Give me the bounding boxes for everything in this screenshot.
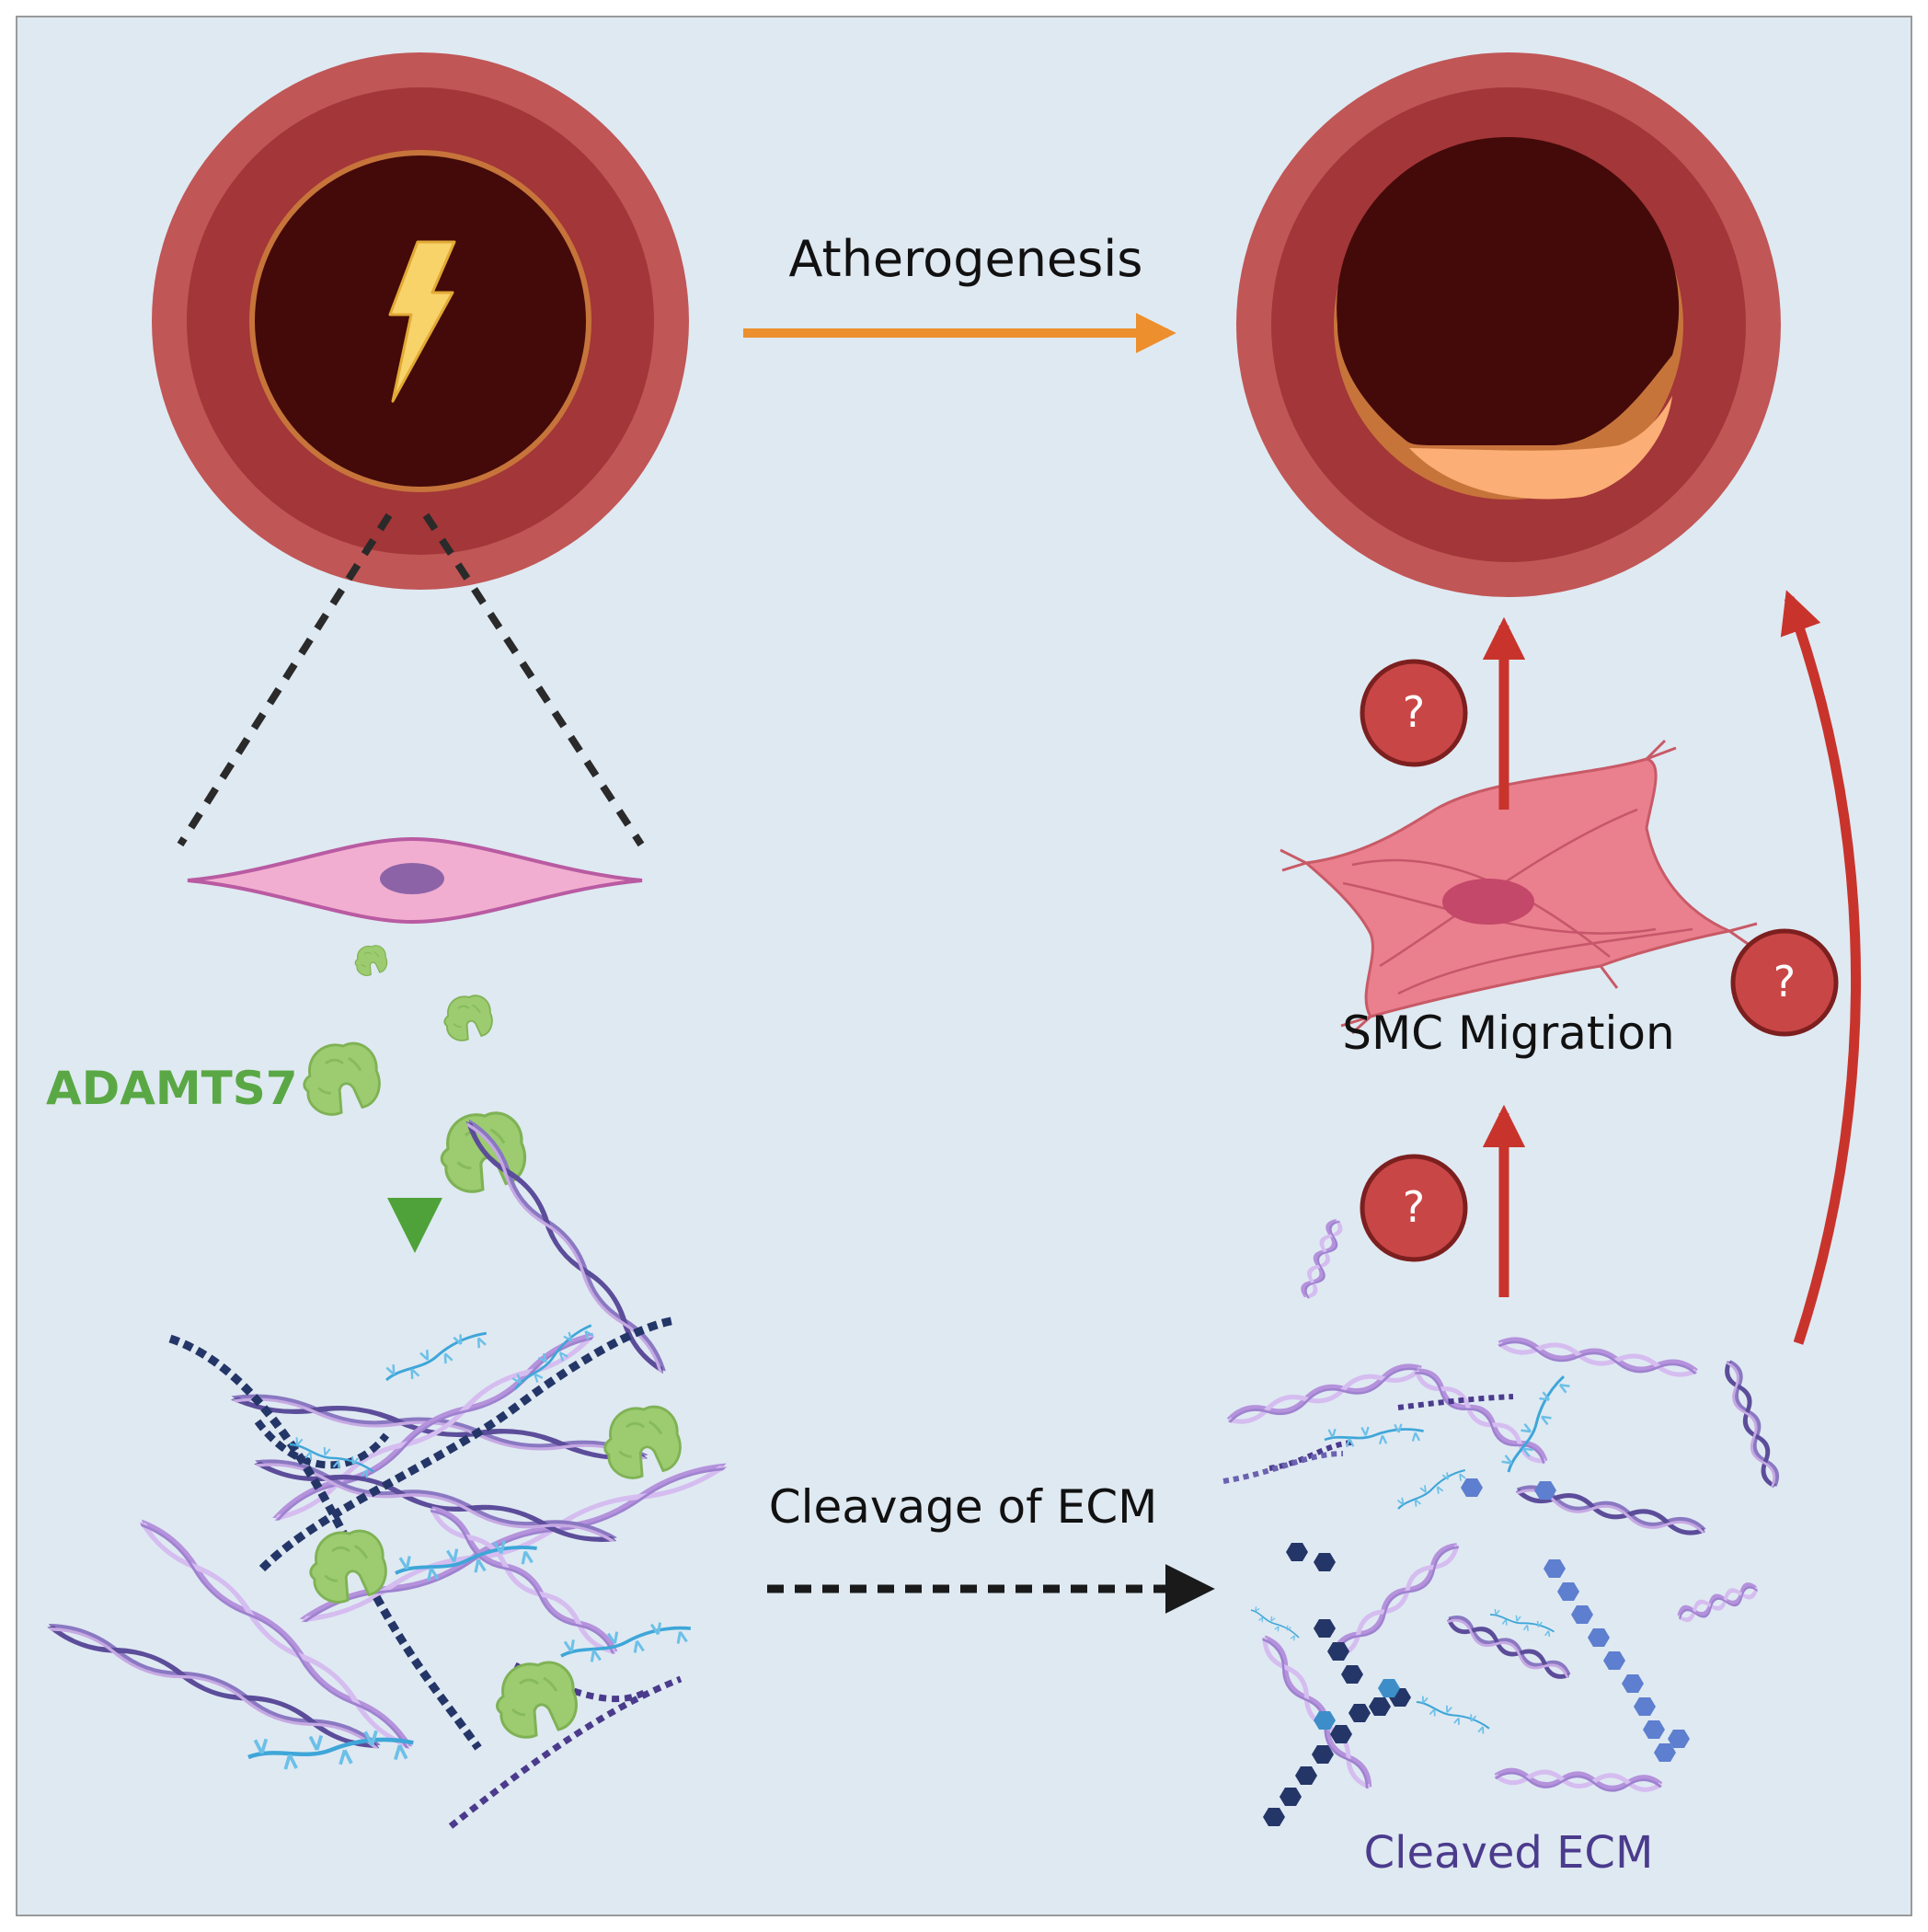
question-icon: ? [1360, 659, 1468, 767]
smc-migration-label: SMC Migration [1342, 1006, 1674, 1060]
smooth-muscle-cell [187, 836, 643, 925]
svg-text:?: ? [1773, 957, 1796, 1006]
plaque [1409, 396, 1672, 500]
enzyme-icon [354, 945, 388, 976]
svg-text:?: ? [1403, 687, 1425, 737]
cleavage-label: Cleavage of ECM [769, 1480, 1158, 1534]
svg-text:?: ? [1403, 1182, 1425, 1232]
zoom-line-left [177, 512, 393, 847]
enzyme-icon [303, 1041, 381, 1116]
cleaved-ecm-label: Cleaved ECM [1364, 1827, 1654, 1879]
enzyme-icon [603, 1405, 682, 1479]
question-icon: ? [1730, 928, 1839, 1037]
atherosclerotic-vessel [1236, 52, 1781, 597]
intact-ecm [48, 1119, 727, 1829]
enzyme-icon [443, 995, 493, 1041]
enzyme-icon [496, 1661, 578, 1739]
migratory-smc [1280, 739, 1758, 1035]
question-icon: ? [1360, 1154, 1468, 1262]
atherogenesis-label: Atherogenesis [789, 230, 1143, 288]
ecm-to-vessel-arrow [1780, 590, 1861, 1345]
adamts7-label: ADAMTS7 [46, 1062, 298, 1115]
cleaved-ecm [1222, 1218, 1781, 1826]
zoom-line-right [422, 512, 645, 847]
healthy-vessel [152, 52, 689, 590]
lightning-icon [388, 240, 456, 403]
enzyme-icon [309, 1529, 387, 1604]
